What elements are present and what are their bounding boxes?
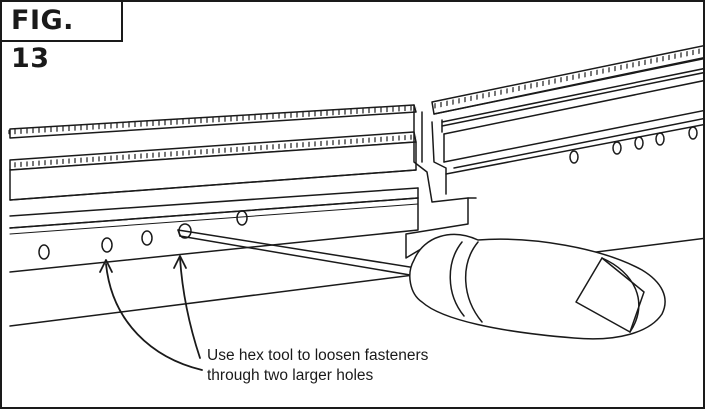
left-rail bbox=[7, 104, 419, 273]
callout-line-2: through two larger holes bbox=[207, 367, 374, 384]
callout-text: Use hex tool to loosen fasteners through… bbox=[207, 346, 428, 386]
right-rail-holes bbox=[569, 126, 698, 164]
right-rail bbox=[431, 45, 703, 175]
screwdriver-handle bbox=[409, 233, 666, 340]
rail-joint-bracket bbox=[405, 104, 477, 259]
callout-line-1: Use hex tool to loosen fasteners bbox=[207, 347, 429, 364]
hex-tool bbox=[177, 229, 417, 277]
figure-number-label: FIG. 13 bbox=[2, 2, 123, 74]
callout-arrows bbox=[99, 255, 203, 371]
